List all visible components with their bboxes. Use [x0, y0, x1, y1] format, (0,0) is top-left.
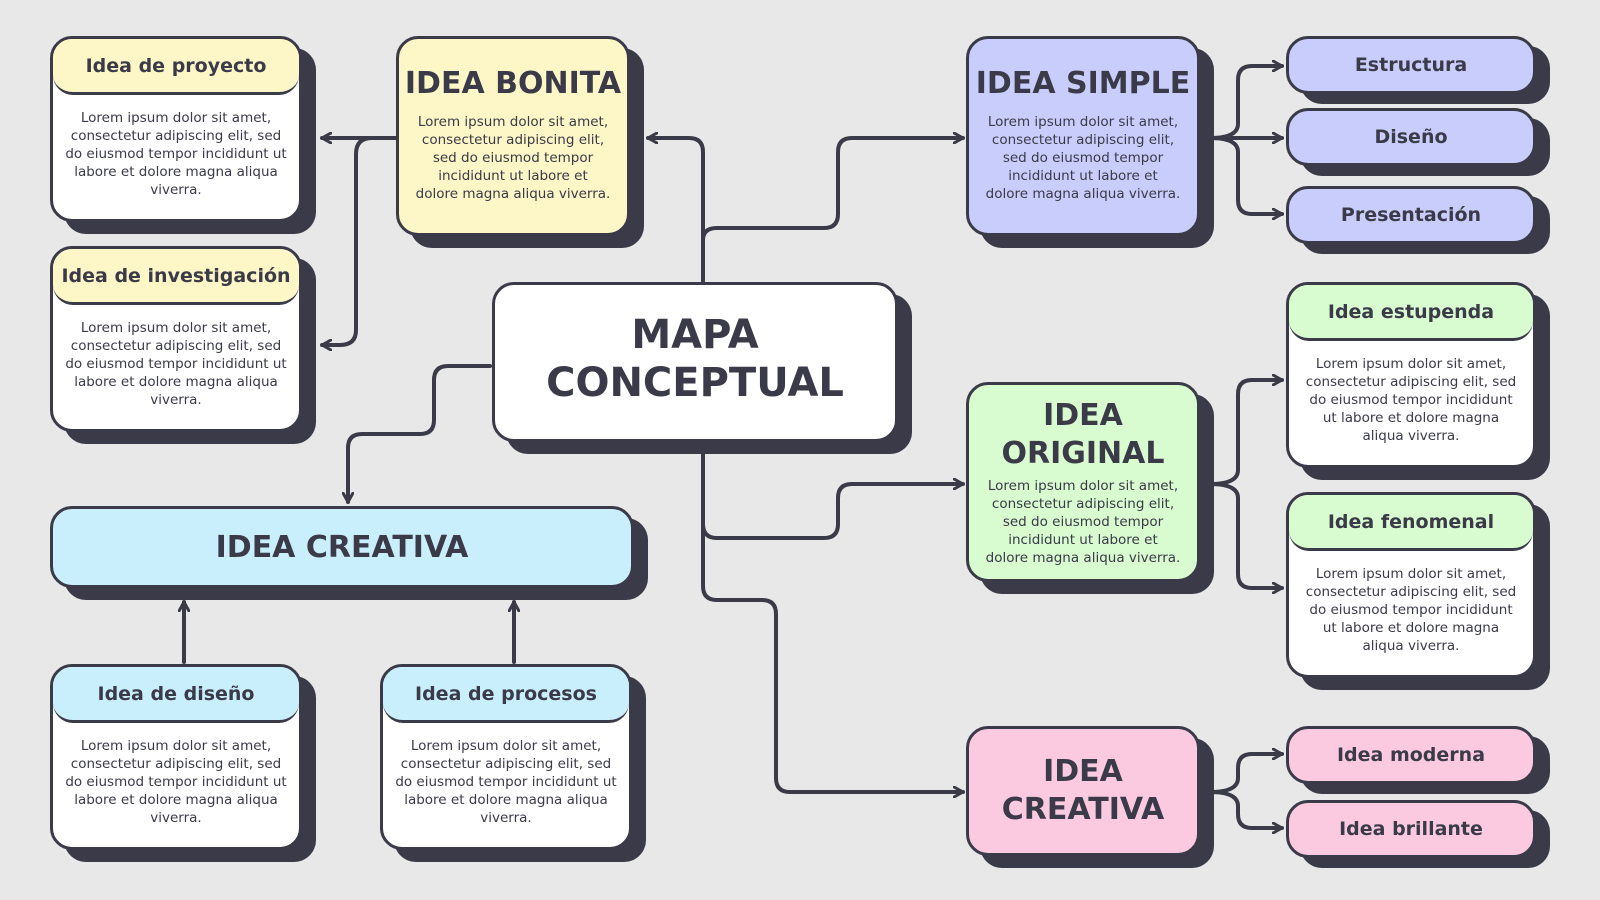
connector-center-creativa-right	[701, 518, 965, 792]
idea-proyecto-title: Idea de proyecto	[53, 39, 299, 95]
center-title: MAPA CONCEPTUAL	[495, 285, 895, 407]
presentacion-pill[interactable]: Presentación	[1286, 186, 1536, 244]
idea-proyecto-card[interactable]: Idea de proyecto Lorem ipsum dolor sit a…	[50, 36, 302, 222]
idea-creativa-right-title: IDEA CREATIVA	[969, 729, 1197, 829]
idea-moderna-label: Idea moderna	[1336, 744, 1486, 766]
idea-creativa-right-node[interactable]: IDEA CREATIVA	[966, 726, 1200, 856]
idea-original-title-line2: ORIGINAL	[1001, 436, 1165, 471]
connector-creativa-moderna	[1208, 754, 1284, 794]
idea-procesos-text: Lorem ipsum dolor sit amet, consectetur …	[395, 738, 617, 826]
idea-estupenda-text: Lorem ipsum dolor sit amet, consectetur …	[1305, 356, 1517, 444]
idea-brillante-pill[interactable]: Idea brillante	[1286, 800, 1536, 858]
idea-original-title-line1: IDEA	[1043, 398, 1123, 433]
idea-investigacion-text: Lorem ipsum dolor sit amet, consectetur …	[65, 320, 287, 408]
idea-simple-node[interactable]: IDEA SIMPLE Lorem ipsum dolor sit amet, …	[966, 36, 1200, 236]
idea-diseno-title: Idea de diseño	[53, 667, 299, 723]
idea-fenomenal-card[interactable]: Idea fenomenal Lorem ipsum dolor sit ame…	[1286, 492, 1536, 678]
diseno-label: Diseño	[1374, 126, 1448, 148]
idea-moderna-pill[interactable]: Idea moderna	[1286, 726, 1536, 784]
diseno-pill[interactable]: Diseño	[1286, 108, 1536, 166]
connector-center-original	[701, 450, 965, 540]
connector-center-bonita	[646, 138, 705, 284]
center-title-line2: CONCEPTUAL	[546, 360, 844, 406]
idea-investigacion-title: Idea de investigación	[53, 249, 299, 305]
idea-creativa-right-title-line1: IDEA	[1043, 754, 1123, 789]
idea-bonita-title: IDEA BONITA	[404, 66, 622, 101]
idea-proyecto-text: Lorem ipsum dolor sit amet, consectetur …	[65, 110, 287, 198]
idea-simple-title: IDEA SIMPLE	[975, 66, 1191, 101]
connector-original-estupenda	[1208, 380, 1284, 486]
connector-original-fenomenal	[1208, 482, 1284, 588]
presentacion-label: Presentación	[1340, 204, 1482, 226]
idea-original-node[interactable]: IDEA ORIGINAL Lorem ipsum dolor sit amet…	[966, 382, 1200, 582]
idea-fenomenal-text: Lorem ipsum dolor sit amet, consectetur …	[1305, 566, 1517, 654]
idea-brillante-label: Idea brillante	[1339, 818, 1483, 840]
connector-creativa-brillante	[1208, 790, 1284, 828]
idea-bonita-text: Lorem ipsum dolor sit amet, consectetur …	[415, 114, 611, 202]
connector-center-simple	[701, 138, 965, 242]
idea-procesos-title: Idea de procesos	[383, 667, 629, 723]
connector-simple-presentacion	[1208, 136, 1284, 214]
connector-bonita-investigacion	[320, 136, 374, 345]
connector-simple-estructura	[1208, 66, 1284, 140]
idea-creativa-main-title: IDEA CREATIVA	[215, 529, 469, 565]
idea-creativa-main-node[interactable]: IDEA CREATIVA	[50, 506, 634, 588]
idea-estupenda-title: Idea estupenda	[1289, 285, 1533, 341]
idea-simple-text: Lorem ipsum dolor sit amet, consectetur …	[985, 114, 1181, 202]
idea-creativa-right-title-line2: CREATIVA	[1001, 792, 1165, 827]
center-node[interactable]: MAPA CONCEPTUAL	[492, 282, 898, 442]
center-title-line1: MAPA	[631, 312, 759, 358]
idea-original-title: IDEA ORIGINAL	[969, 385, 1197, 473]
idea-procesos-card[interactable]: Idea de procesos Lorem ipsum dolor sit a…	[380, 664, 632, 850]
idea-diseno-card[interactable]: Idea de diseño Lorem ipsum dolor sit ame…	[50, 664, 302, 850]
idea-diseno-text: Lorem ipsum dolor sit amet, consectetur …	[65, 738, 287, 826]
idea-estupenda-card[interactable]: Idea estupenda Lorem ipsum dolor sit ame…	[1286, 282, 1536, 468]
idea-bonita-node[interactable]: IDEA BONITA Lorem ipsum dolor sit amet, …	[396, 36, 630, 236]
idea-fenomenal-title: Idea fenomenal	[1289, 495, 1533, 551]
estructura-label: Estructura	[1354, 54, 1468, 76]
idea-investigacion-card[interactable]: Idea de investigación Lorem ipsum dolor …	[50, 246, 302, 432]
connector-center-creativa-main	[348, 364, 492, 504]
idea-original-text: Lorem ipsum dolor sit amet, consectetur …	[985, 478, 1181, 566]
estructura-pill[interactable]: Estructura	[1286, 36, 1536, 94]
